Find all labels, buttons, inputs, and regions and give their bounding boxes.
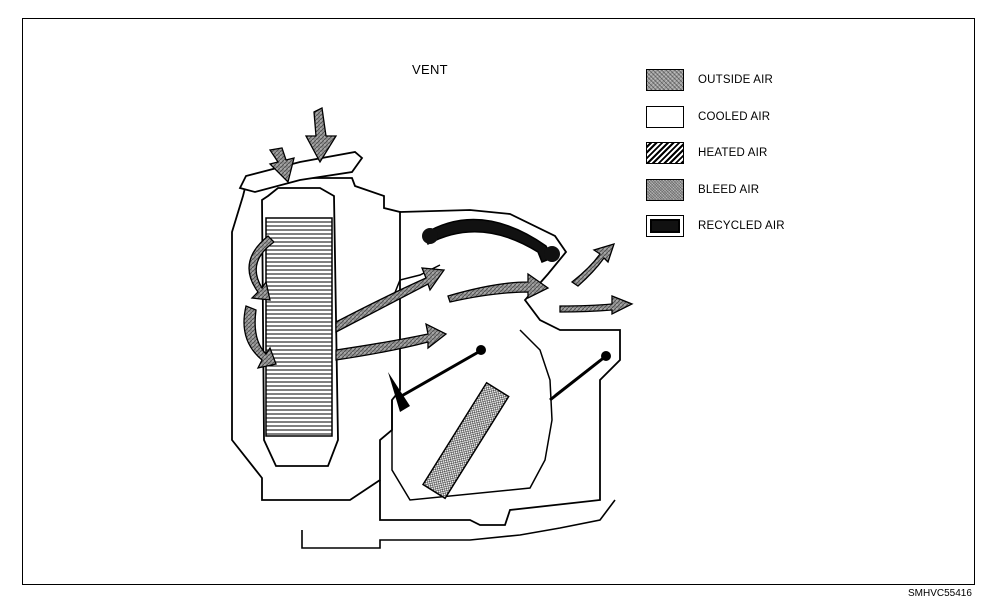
heated-air-swatch bbox=[646, 142, 684, 165]
outside-air-arrow bbox=[335, 322, 448, 361]
legend-label: COOLED AIR bbox=[698, 110, 771, 123]
legend-item-cooled-air: COOLED AIR bbox=[646, 99, 785, 136]
heater-case-outline bbox=[379, 209, 621, 526]
outside-air-swatch bbox=[646, 69, 684, 92]
door-pivot bbox=[476, 345, 486, 355]
legend-label: OUTSIDE AIR bbox=[698, 74, 774, 87]
heater-core bbox=[421, 381, 510, 500]
duct-end bbox=[544, 246, 560, 262]
air-intake-cowl bbox=[238, 151, 364, 193]
outside-air-arrow bbox=[304, 107, 338, 164]
diagram-title: VENT bbox=[412, 62, 448, 77]
bleed-air-swatch bbox=[646, 178, 684, 201]
inner-duct bbox=[391, 329, 553, 501]
door-pivot bbox=[601, 351, 611, 361]
legend-label: BLEED AIR bbox=[698, 183, 760, 196]
legend-label: HEATED AIR bbox=[698, 147, 768, 160]
temperature-door bbox=[397, 348, 483, 400]
legend-item-bleed-air: BLEED AIR bbox=[646, 172, 785, 209]
outside-air-arrow bbox=[243, 305, 277, 369]
door-flap bbox=[388, 372, 410, 412]
cooled-air-swatch bbox=[646, 105, 684, 128]
outside-air-arrow bbox=[335, 267, 446, 334]
recycled-air-duct bbox=[423, 218, 554, 263]
figure-code: SMHVC55416 bbox=[908, 588, 972, 599]
mode-door bbox=[549, 354, 607, 402]
legend-label: RECYCLED AIR bbox=[698, 220, 785, 233]
duct-end bbox=[422, 228, 438, 244]
legend: OUTSIDE AIR COOLED AIR HEATED AIR BLEED … bbox=[646, 62, 785, 245]
outside-air-arrow bbox=[559, 295, 634, 316]
evaporator-core bbox=[265, 217, 333, 437]
recycled-air-swatch bbox=[646, 215, 684, 238]
outside-air-arrow bbox=[248, 235, 276, 301]
legend-item-heated-air: HEATED AIR bbox=[646, 135, 785, 172]
outside-air-arrow bbox=[268, 147, 295, 184]
outside-air-arrow bbox=[447, 272, 550, 303]
legend-item-recycled-air: RECYCLED AIR bbox=[646, 208, 785, 245]
outside-air-arrow bbox=[570, 243, 616, 287]
drain-line bbox=[301, 499, 616, 549]
diagram-frame bbox=[22, 18, 975, 585]
legend-item-outside-air: OUTSIDE AIR bbox=[646, 62, 785, 99]
